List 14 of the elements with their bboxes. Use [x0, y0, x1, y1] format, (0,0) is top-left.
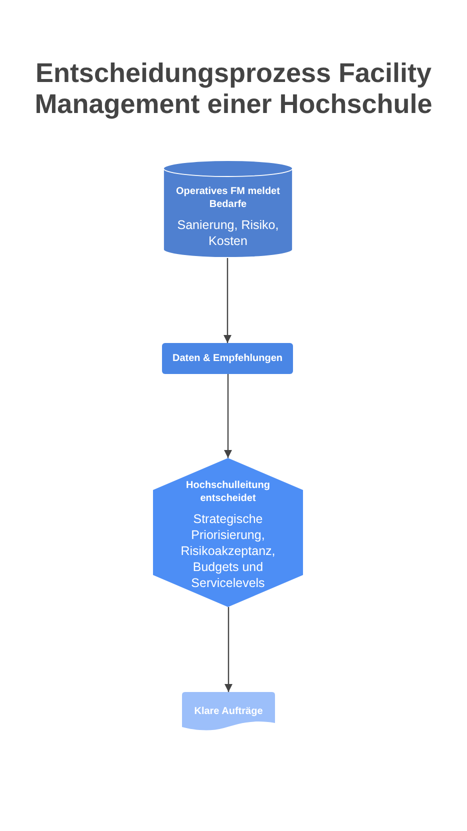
- node-text: Sanierung, Risiko, Kosten: [176, 217, 280, 249]
- document-shape: [182, 692, 275, 731]
- title: Entscheidungsprozess Facility Management einer Hochschule: [34, 58, 434, 120]
- arrow: [224, 374, 232, 458]
- node-text: Strategische Priorisierung, Risikoakzeptanz, Budgets und Servicelevels: [180, 510, 276, 590]
- node-heading: Daten & Empfehlungen: [172, 352, 282, 365]
- database-cylinder: [163, 160, 293, 258]
- node-heading: Hochschulleitung entscheidet: [185, 478, 271, 504]
- process-box: [162, 343, 293, 374]
- node-heading: Klare Aufträge: [194, 705, 263, 718]
- arrow: [224, 258, 232, 343]
- arrow: [224, 607, 232, 692]
- node-heading: Operatives FM meldet Bedarfe: [175, 185, 281, 211]
- decision-hexagon: [153, 458, 303, 607]
